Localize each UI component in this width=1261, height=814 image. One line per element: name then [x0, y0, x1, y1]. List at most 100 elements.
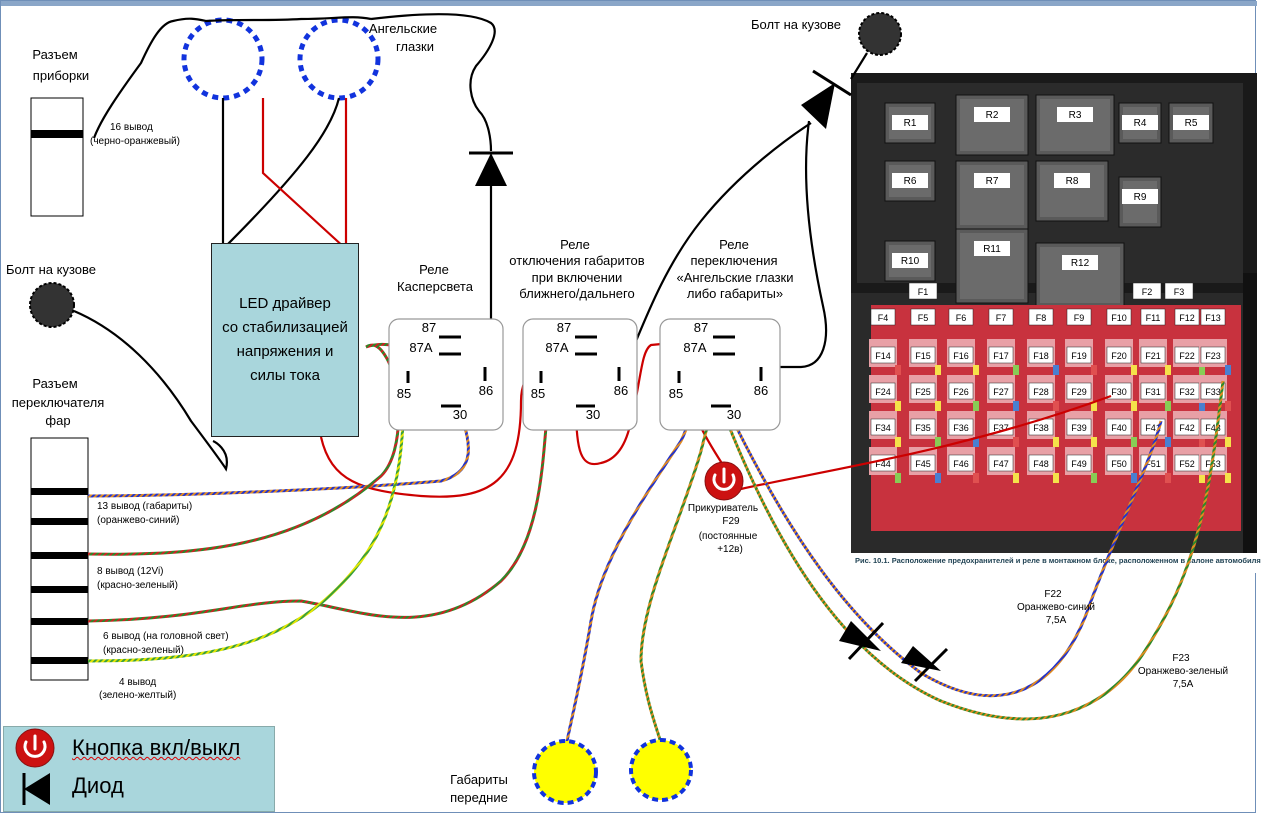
relay-cutoff-label-2: отключения габаритов: [509, 253, 644, 268]
svg-text:F16: F16: [953, 351, 969, 361]
wire-relay3-f23: [721, 380, 1225, 721]
wire-angel-to-diode: [370, 13, 496, 152]
fuse: F31: [1139, 375, 1171, 411]
diode-bolt: [801, 69, 852, 129]
relay-kasper-label-2: Касперсвета: [397, 279, 474, 294]
svg-text:F48: F48: [1033, 459, 1049, 469]
f22-label-3: 7,5А: [1046, 615, 1067, 626]
fuse: F24: [869, 375, 901, 411]
fuse: F25: [909, 375, 941, 411]
svg-text:F14: F14: [875, 351, 891, 361]
relay-switch-pin-85: 85: [669, 386, 683, 401]
fuse: F9: [1066, 308, 1092, 326]
wire-dash-loop: [92, 16, 372, 139]
led-driver-line-1: LED драйвер: [239, 295, 331, 312]
wire-bolt-relay3: [761, 120, 828, 369]
relay-switch-pin-30: 30: [727, 407, 741, 422]
relay-switch-pin-87: 87: [694, 320, 708, 335]
parking-label-1: Габариты: [450, 772, 508, 787]
pin13-color: (оранжево-синий): [97, 515, 180, 526]
relay-block: R8: [1035, 160, 1109, 222]
diode-f23: [901, 646, 949, 683]
wire-pin13-relay1: [87, 420, 470, 498]
fuse: F1: [908, 282, 938, 300]
wire-pin6-relay2: [87, 366, 555, 623]
svg-text:F21: F21: [1145, 351, 1161, 361]
svg-text:F40: F40: [1111, 423, 1127, 433]
svg-text:F29: F29: [1071, 387, 1087, 397]
relay-label: R12: [1071, 258, 1090, 269]
svg-text:F23: F23: [1205, 351, 1221, 361]
svg-text:F7: F7: [996, 313, 1007, 323]
f22-label-1: F22: [1044, 589, 1062, 600]
svg-text:F32: F32: [1179, 387, 1195, 397]
svg-text:F46: F46: [953, 459, 969, 469]
svg-text:F34: F34: [875, 423, 891, 433]
pin4-label: 4 вывод: [119, 677, 156, 688]
led-driver-line-2: со стабилизацией: [222, 319, 348, 336]
fuse: F29: [1065, 375, 1097, 411]
fuse: F13: [1200, 308, 1226, 326]
fuse: F3: [1164, 282, 1194, 300]
svg-text:F47: F47: [993, 459, 1009, 469]
svg-text:F50: F50: [1111, 459, 1127, 469]
relay-label: R10: [901, 256, 920, 267]
parking-label-2: передние: [450, 790, 508, 805]
led-driver-box: LED драйвер со стабилизацией напряжения …: [211, 243, 359, 437]
dash-pin-color: (черно-оранжевый): [90, 136, 180, 147]
switch-pin-b: [31, 586, 88, 593]
pin6-label: 6 вывод (на головной свет): [103, 631, 229, 642]
relay-switch-label-3: «Ангельские глазки: [676, 270, 793, 285]
relay-switch-contacts: [677, 335, 763, 408]
wire-eye-left-plus: [261, 98, 347, 250]
relay-kasper-label-1: Реле: [419, 262, 449, 277]
angel-eye-left: [181, 17, 265, 101]
relay-cutoff-pin-30: 30: [586, 407, 600, 422]
wire-bolt-left-led: [73, 309, 228, 472]
top-border: [1, 1, 1257, 6]
fuse: F27: [987, 375, 1019, 411]
fuse: F52: [1173, 447, 1205, 483]
relay-label: R4: [1134, 118, 1147, 129]
fuse: F28: [1027, 375, 1059, 411]
relay-kasper-pin-30: 30: [453, 407, 467, 422]
relay-switch-pin-86: 86: [754, 383, 768, 398]
fuse: F32: [1173, 375, 1205, 411]
svg-text:F38: F38: [1033, 423, 1049, 433]
switch-pin-4: [31, 657, 88, 664]
switch-pin-a: [31, 518, 88, 525]
fuse: F49: [1065, 447, 1097, 483]
relay-kasper-pin-86: 86: [479, 383, 493, 398]
svg-text:F3: F3: [1174, 287, 1185, 297]
fuse: F10: [1106, 308, 1132, 326]
f23-label-1: F23: [1172, 653, 1190, 664]
fuse: F6: [948, 308, 974, 326]
svg-text:F19: F19: [1071, 351, 1087, 361]
fuse: F20: [1105, 339, 1137, 375]
svg-text:F44: F44: [875, 459, 891, 469]
relay-cutoff-pin-87a: 87A: [545, 340, 568, 355]
legend-button-label: Кнопка вкл/выкл: [72, 735, 241, 760]
relay-switch: 87 87A 85 86 30 Реле переключения «Ангел…: [659, 237, 794, 431]
relay-label: R9: [1134, 192, 1147, 203]
relay-label: R3: [1069, 110, 1082, 121]
wire-button-f29: [740, 394, 1112, 491]
svg-text:F35: F35: [915, 423, 931, 433]
relay-label: R1: [904, 118, 917, 129]
body-bolt-right: [858, 12, 902, 56]
svg-text:F22: F22: [1179, 351, 1195, 361]
relay-kasper-pin-87: 87: [422, 320, 436, 335]
svg-text:F43: F43: [1205, 423, 1221, 433]
pin13-label: 13 вывод (габариты): [97, 500, 192, 512]
body-bolt-right-label: Болт на кузове: [751, 17, 841, 32]
relay-switch-pin-87a: 87A: [683, 340, 706, 355]
fuse: F17: [987, 339, 1019, 375]
relay-label: R2: [986, 110, 999, 121]
fuse: F22: [1173, 339, 1205, 375]
angel-eyes-label-1: Ангельские: [369, 21, 437, 36]
f22-label-2: Оранжево-синий: [1017, 602, 1095, 613]
fuse: F51: [1139, 447, 1171, 483]
relay-cutoff-pin-87: 87: [557, 320, 571, 335]
